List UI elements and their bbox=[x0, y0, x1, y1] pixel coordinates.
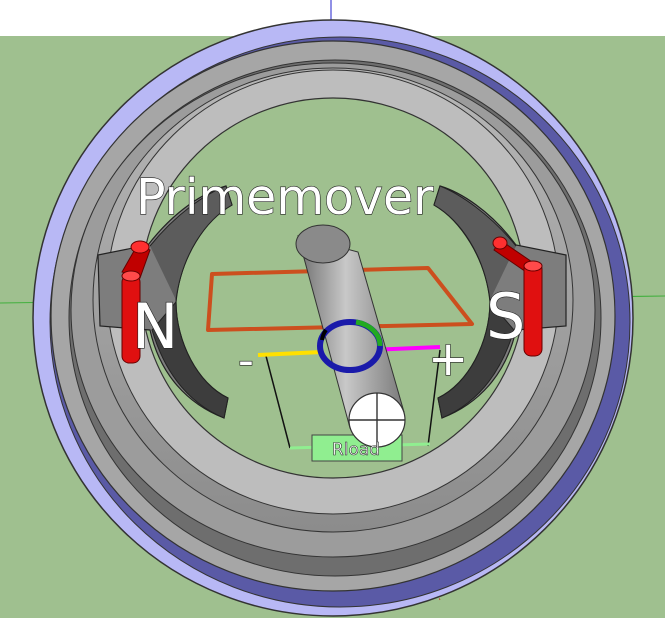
load-label: Rload bbox=[332, 440, 380, 460]
primemover-label: Primemover bbox=[136, 169, 434, 226]
shaft-end-crosshair-icon bbox=[349, 393, 405, 447]
yellow-brush-wire bbox=[257, 350, 323, 357]
shaft bbox=[295, 224, 406, 448]
commutator-icon bbox=[317, 319, 383, 373]
left-pole-piece bbox=[97, 185, 233, 419]
north-magnet bbox=[121, 240, 151, 364]
south-pole-label: S bbox=[486, 280, 525, 353]
right-pole-piece bbox=[433, 185, 567, 419]
south-magnet bbox=[492, 236, 543, 357]
load-wires bbox=[265, 349, 441, 449]
plus-terminal-label: + bbox=[428, 331, 468, 387]
north-pole-label: N bbox=[132, 290, 178, 363]
minus-terminal-label: - bbox=[238, 335, 254, 386]
